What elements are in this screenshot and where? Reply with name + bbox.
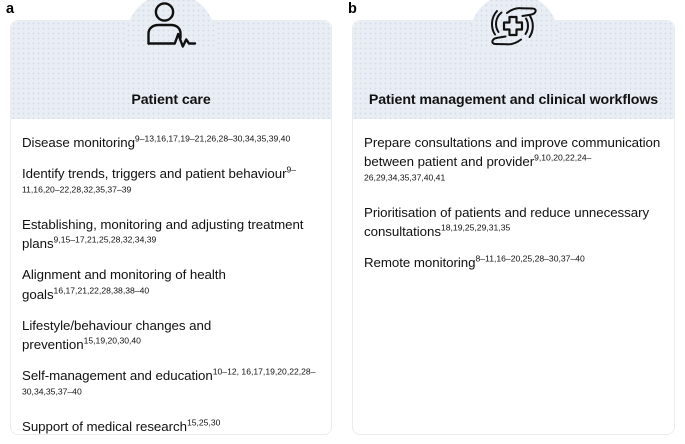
list-item-refs: 9,10,20,22,24–26,29,34,35,37,40,41: [364, 152, 592, 183]
list-item-refs: 10–12, 16,17,19,20,22,28–30,34,35,37–40: [22, 366, 316, 397]
list-item-refs: 9,15–17,21,25,28,32,34,39: [53, 234, 157, 245]
patient-pulse-icon: [140, 0, 202, 53]
list-item: Self-management and education10–12, 16,1…: [22, 366, 320, 405]
list-item-text: Support of medical research: [22, 418, 187, 434]
list-item: Support of medical research15,25,30: [22, 417, 320, 436]
panel-letter-b: b: [348, 1, 357, 17]
list-item: Alignment and monitoring of health goals…: [22, 265, 320, 304]
list-item-text: Remote monitoring: [364, 255, 476, 271]
list-item: Remote monitoring8–11,16–20,25,28–30,37–…: [364, 253, 663, 272]
list-item-refs: 9–13,16,17,19–21,26,28–30,34,35,39,40: [134, 133, 291, 144]
list-item-text: Lifestyle/behaviour changes and preventi…: [22, 317, 212, 353]
list-item: Identify trends, triggers and patient be…: [22, 164, 320, 203]
panel-b: b Patient management and clinical wor: [342, 0, 685, 439]
list-item: Establishing, monitoring and adjusting t…: [22, 215, 320, 254]
patient-care-title: Patient care: [131, 91, 211, 108]
list-item-text: Disease monitoring: [22, 135, 135, 150]
list-item-refs: 15,25,30: [186, 417, 221, 428]
list-item-text: Self-management and education: [22, 368, 213, 384]
patient-management-card-header: Patient management and clinical workflow…: [353, 0, 674, 119]
list-item-text: Prioritisation of patients and reduce un…: [364, 204, 650, 240]
patient-care-item-list: Disease monitoring9–13,16,17,19–21,26,28…: [11, 119, 331, 444]
list-item-refs: 15,19,20,30,40: [83, 335, 141, 346]
panel-letter-a: a: [6, 1, 15, 17]
list-item: Prepare consultations and improve commun…: [364, 133, 663, 191]
list-item-text: Prepare consultations and improve commun…: [364, 135, 661, 170]
list-item-refs: 9–11,16,20–22,28,32,35,37–39: [22, 164, 297, 195]
patient-management-title: Patient management and clinical workflow…: [368, 91, 659, 108]
list-item-text: Establishing, monitoring and adjusting t…: [22, 216, 304, 252]
list-item: Lifestyle/behaviour changes and preventi…: [22, 316, 320, 355]
patient-care-card: Patient care Disease monitoring9–13,16,1…: [10, 0, 332, 435]
list-item-text: Alignment and monitoring of health goals: [22, 267, 226, 302]
list-item-refs: 16,17,21,22,28,38,38–40: [53, 285, 150, 296]
patient-management-card: Patient management and clinical workflow…: [352, 0, 675, 435]
list-item-refs: 8–11,16–20,25,28–30,37–40: [475, 253, 585, 264]
list-item: Disease monitoring9–13,16,17,19–21,26,28…: [22, 133, 320, 152]
panel-a: a Patient care Disease monitoring9–13,16…: [0, 0, 342, 439]
patient-management-item-list: Prepare consultations and improve commun…: [353, 119, 674, 281]
list-item: Prioritisation of patients and reduce un…: [364, 203, 663, 242]
patient-care-card-header: Patient care: [11, 0, 331, 119]
list-item-text: Identify trends, triggers and patient be…: [22, 166, 287, 182]
list-item-refs: 18,19,25,29,31,35: [440, 222, 511, 233]
hands-medical-cross-icon: [483, 0, 545, 53]
